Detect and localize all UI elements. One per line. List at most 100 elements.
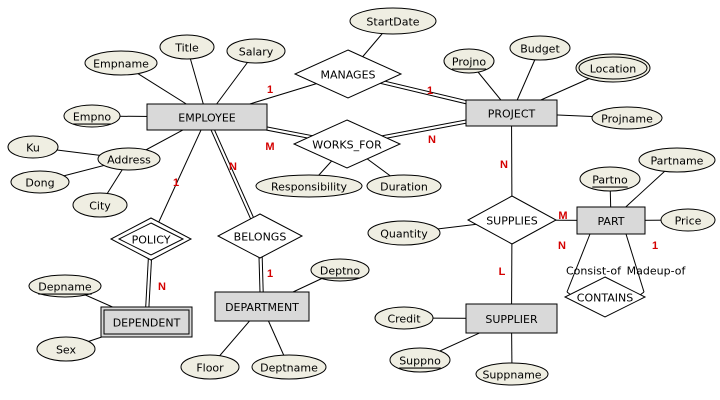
relationship-policy[interactable] bbox=[109, 217, 193, 261]
cardinality-c_part_madeup: 1 bbox=[652, 240, 658, 252]
cardinality-c_supplies_supplier: L bbox=[499, 266, 506, 278]
attribute-price[interactable] bbox=[660, 208, 716, 232]
attribute-credit-ellipse bbox=[374, 306, 434, 330]
cardinality-c_emp_works: M bbox=[265, 141, 274, 153]
attribute-deptno[interactable] bbox=[310, 258, 370, 282]
attribute-responsibility-label: Responsibility bbox=[271, 181, 348, 194]
attribute-suppno[interactable] bbox=[389, 347, 451, 373]
attribute-duration[interactable] bbox=[366, 174, 442, 198]
attribute-credit[interactable] bbox=[374, 306, 434, 330]
attribute-partname-ellipse bbox=[638, 147, 716, 173]
attribute-suppname-ellipse bbox=[475, 362, 549, 386]
attribute-title[interactable] bbox=[159, 34, 215, 60]
entity-dependent-inner-box bbox=[103, 309, 190, 335]
attribute-duration-label: Duration bbox=[380, 181, 428, 194]
attribute-projname[interactable] bbox=[591, 106, 663, 130]
link-employee-belongs bbox=[205, 116, 262, 237]
attribute-location-ellipse bbox=[575, 53, 651, 83]
attribute-salary[interactable] bbox=[226, 38, 286, 64]
relationship-works_for-label: WORKS_FOR bbox=[312, 139, 382, 152]
entity-dependent[interactable] bbox=[100, 306, 193, 338]
attribute-partno-label: Partno bbox=[592, 174, 628, 187]
entity-department-box bbox=[214, 291, 310, 322]
attribute-ku[interactable] bbox=[7, 135, 59, 159]
attribute-floor-label: Floor bbox=[196, 362, 224, 375]
relationship-belongs-diamond bbox=[216, 213, 304, 259]
attribute-quantity-label: Quantity bbox=[380, 228, 428, 241]
attribute-city-ellipse bbox=[72, 192, 128, 218]
attribute-empname-ellipse bbox=[84, 50, 158, 76]
attribute-price-label: Price bbox=[675, 215, 702, 228]
relationship-policy-diamond bbox=[109, 217, 193, 261]
attribute-dong[interactable] bbox=[10, 170, 70, 194]
attribute-projname-label: Projname bbox=[601, 113, 653, 126]
relationship-belongs[interactable] bbox=[216, 213, 304, 259]
relationship-manages-label: MANAGES bbox=[320, 69, 375, 82]
attribute-deptno-label: Deptno bbox=[320, 265, 361, 278]
attribute-startdate-ellipse bbox=[349, 7, 437, 35]
attribute-empno-ellipse bbox=[63, 104, 121, 128]
entity-supplier-label: SUPPLIER bbox=[485, 313, 538, 326]
entity-department[interactable] bbox=[214, 291, 310, 322]
attribute-location-inner-ellipse bbox=[578, 56, 648, 80]
link-employee-belongs-a bbox=[205, 117, 259, 237]
attribute-partno[interactable] bbox=[579, 166, 641, 192]
cardinality-c_emp_policy: 1 bbox=[173, 177, 179, 189]
relationship-contains[interactable] bbox=[563, 276, 647, 318]
attribute-dong-ellipse bbox=[10, 170, 70, 194]
shape-layer bbox=[7, 7, 716, 386]
relationship-belongs-label: BELONGS bbox=[234, 231, 287, 244]
cardinality-c_manages_proj: 1 bbox=[427, 85, 433, 97]
link-employee-policy bbox=[150, 116, 208, 240]
attribute-budget-ellipse bbox=[509, 35, 571, 61]
attribute-suppname-label: Suppname bbox=[482, 369, 541, 382]
relationship-contains-label: CONTAINS bbox=[577, 292, 633, 305]
entity-part[interactable] bbox=[576, 206, 646, 235]
entity-supplier[interactable] bbox=[465, 303, 558, 334]
attribute-suppno-ellipse bbox=[389, 347, 451, 373]
attribute-projname-ellipse bbox=[591, 106, 663, 130]
cardinality-c_belongs_dept: 1 bbox=[267, 268, 273, 280]
attribute-location-label: Location bbox=[590, 63, 637, 76]
attribute-dong-label: Dong bbox=[25, 177, 54, 190]
link-part-contains-right bbox=[625, 233, 645, 293]
cardinality-c_proj_supplies: N bbox=[500, 159, 508, 171]
attribute-responsibility[interactable] bbox=[255, 174, 363, 198]
entity-employee[interactable] bbox=[146, 103, 268, 131]
attribute-title-label: Title bbox=[174, 42, 199, 55]
attribute-empname[interactable] bbox=[84, 50, 158, 76]
attribute-sex-ellipse bbox=[36, 336, 96, 362]
attribute-address[interactable] bbox=[97, 147, 161, 171]
attribute-location[interactable] bbox=[575, 53, 651, 83]
entity-project[interactable] bbox=[465, 99, 558, 127]
cardinality-c_emp_manages: 1 bbox=[267, 84, 273, 96]
relationship-supplies[interactable] bbox=[466, 195, 558, 245]
attribute-quantity[interactable] bbox=[367, 220, 441, 246]
attribute-city[interactable] bbox=[72, 192, 128, 218]
attribute-sex-label: Sex bbox=[56, 344, 77, 357]
relationship-works_for[interactable] bbox=[292, 119, 402, 169]
attribute-partname[interactable] bbox=[638, 147, 716, 173]
entity-project-box bbox=[465, 99, 558, 127]
attribute-sex[interactable] bbox=[36, 336, 96, 362]
entity-department-label: DEPARTMENT bbox=[225, 301, 299, 314]
attribute-empname-label: Empname bbox=[93, 58, 149, 71]
relationship-policy-label: POLICY bbox=[132, 234, 171, 247]
attribute-budget[interactable] bbox=[509, 35, 571, 61]
attribute-suppname[interactable] bbox=[475, 362, 549, 386]
attribute-projno[interactable] bbox=[443, 48, 495, 74]
attribute-responsibility-ellipse bbox=[255, 174, 363, 198]
attribute-empno[interactable] bbox=[63, 104, 121, 128]
relationship-manages[interactable] bbox=[293, 49, 403, 99]
attribute-floor[interactable] bbox=[180, 354, 240, 380]
attribute-depname[interactable] bbox=[28, 274, 102, 298]
attribute-startdate[interactable] bbox=[349, 7, 437, 35]
attribute-credit-label: Credit bbox=[387, 313, 421, 326]
cardinality-c_part_consist: N bbox=[558, 240, 566, 252]
entity-dependent-label: DEPENDENT bbox=[113, 317, 181, 330]
attribute-salary-label: Salary bbox=[239, 46, 274, 59]
attribute-partname-label: Partname bbox=[651, 155, 704, 168]
attribute-city-label: City bbox=[89, 200, 111, 213]
attribute-deptname[interactable] bbox=[251, 354, 327, 380]
